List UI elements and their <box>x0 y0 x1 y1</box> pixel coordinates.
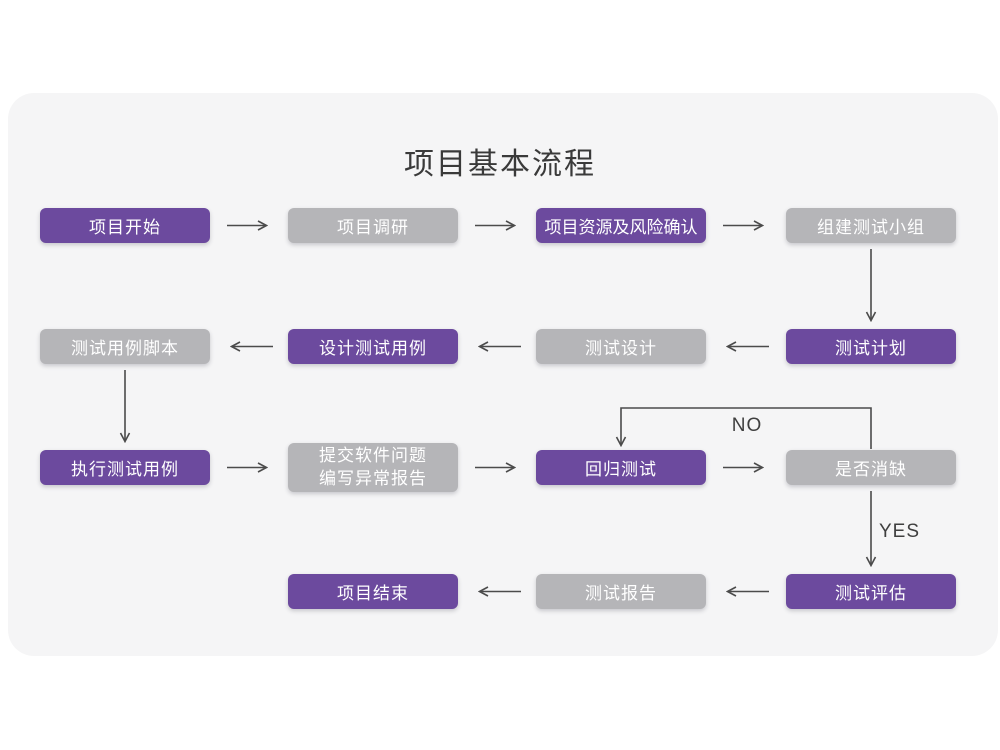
node-label: 测试设计 <box>585 339 657 358</box>
flowchart-card <box>8 93 998 656</box>
node-test-plan: 测试计划 <box>786 329 956 364</box>
node-label-line2: 编写异常报告 <box>319 468 427 488</box>
node-label: 测试计划 <box>835 339 907 358</box>
node-design-test-cases: 设计测试用例 <box>288 329 458 364</box>
node-label: 测试用例脚本 <box>71 339 179 358</box>
node-project-start: 项目开始 <box>40 208 210 243</box>
node-test-report: 测试报告 <box>536 574 706 609</box>
node-label-line1: 提交软件问题 <box>319 445 427 465</box>
node-execute-test-cases: 执行测试用例 <box>40 450 210 485</box>
node-label: 项目调研 <box>337 218 409 237</box>
node-label: 是否消缺 <box>835 460 907 479</box>
node-label: 测试报告 <box>585 584 657 603</box>
node-project-resources-risk: 项目资源及风险确认 <box>536 208 706 243</box>
node-label: 项目资源及风险确认 <box>544 218 698 237</box>
node-regression-test: 回归测试 <box>536 450 706 485</box>
node-label: 测试评估 <box>835 584 907 603</box>
page-title: 项目基本流程 <box>404 148 596 181</box>
node-form-test-team: 组建测试小组 <box>786 208 956 243</box>
node-label: 组建测试小组 <box>817 218 925 237</box>
node-label: 执行测试用例 <box>71 460 179 479</box>
node-test-design: 测试设计 <box>536 329 706 364</box>
node-project-end: 项目结束 <box>288 574 458 609</box>
node-defect-cleared: 是否消缺 <box>786 450 956 485</box>
edge-label-yes: YES <box>879 521 921 542</box>
node-label: 回归测试 <box>585 460 657 479</box>
node-submit-issues: 提交软件问题 编写异常报告 <box>288 443 458 492</box>
node-test-evaluation: 测试评估 <box>786 574 956 609</box>
edge-label-no: NO <box>731 415 763 436</box>
node-label: 项目结束 <box>337 584 409 603</box>
node-project-research: 项目调研 <box>288 208 458 243</box>
node-label: 设计测试用例 <box>319 339 427 358</box>
node-label: 项目开始 <box>89 218 161 237</box>
node-test-case-scripts: 测试用例脚本 <box>40 329 210 364</box>
